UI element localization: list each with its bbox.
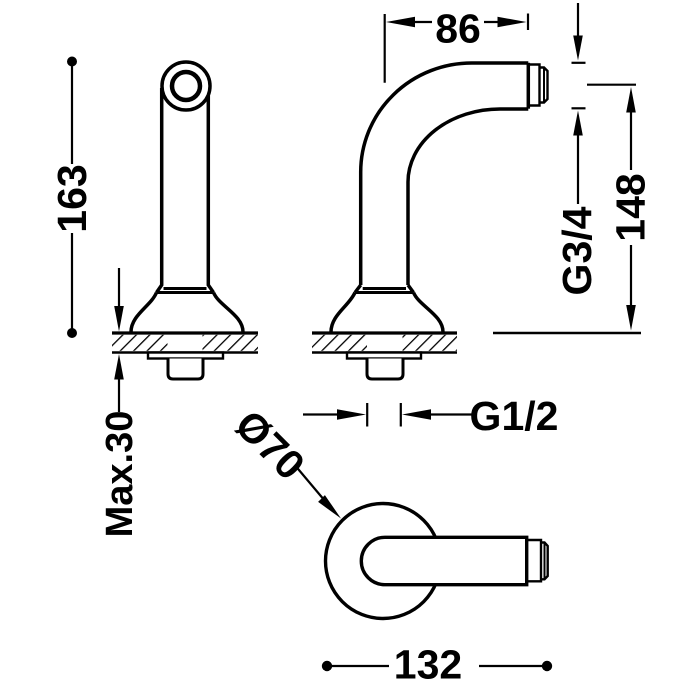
top-tip-nut — [541, 541, 549, 581]
dimension-148: 148 — [493, 83, 654, 335]
side-tube-inner-edge — [406, 107, 529, 285]
dim-148-up-arrow — [626, 87, 636, 113]
front-bell-left — [129, 291, 159, 333]
side-bell-right — [411, 291, 445, 333]
dim-d70-leader-line — [295, 465, 324, 499]
side-washer — [345, 351, 423, 360]
dim-132-label: 132 — [394, 642, 462, 688]
side-tip-nut — [539, 66, 549, 104]
dim-g34-down-arrow — [573, 35, 583, 61]
dim-g34-label: G3/4 — [554, 206, 600, 295]
front-tube-opening-outer-circle — [160, 60, 212, 112]
side-tip-step — [528, 63, 541, 107]
dim-max30-label: Max.30 — [99, 411, 141, 538]
front-deck-hatch-right — [202, 334, 258, 351]
dim-g12-label: G1/2 — [470, 393, 559, 439]
dim-max30-down-arrow — [114, 306, 124, 332]
top-tip-step — [526, 538, 543, 583]
dim-g34-up-arrow — [573, 110, 583, 136]
side-deck-hatch-left — [312, 334, 367, 351]
dimension-d70: Ø70 — [226, 401, 341, 519]
front-bell-right — [211, 291, 245, 333]
dim-max30-up-arrow — [114, 354, 124, 380]
dim-148-down-arrow — [626, 305, 636, 331]
dim-d70-arrow — [318, 495, 341, 519]
dim-g12-left-pointing-arrow — [402, 409, 431, 420]
dimension-g12: G1/2 — [303, 393, 558, 439]
side-threaded-shank — [365, 358, 405, 381]
front-threaded-shank — [166, 358, 205, 381]
front-tube-opening-ring — [169, 69, 203, 103]
dim-148-label: 148 — [608, 173, 654, 241]
side-deck-hatch-right — [402, 334, 457, 351]
top-tube-outline — [359, 535, 529, 587]
front-tube-left-edge — [155, 88, 164, 294]
dimension-132: 132 — [321, 642, 553, 688]
dimension-163: 163 — [49, 56, 95, 338]
dimension-max30: Max.30 — [99, 268, 141, 537]
dim-g12-right-pointing-arrow — [337, 409, 366, 420]
front-tube-right-edge — [206, 88, 215, 294]
front-washer — [146, 351, 225, 360]
dim-86-label: 86 — [435, 6, 481, 52]
side-tube-outer-edge — [358, 61, 529, 285]
dimension-g34: G3/4 — [554, 3, 600, 295]
dimension-86: 86 — [383, 6, 530, 83]
dim-86-left-arrow — [386, 16, 415, 28]
dim-86-right-arrow — [497, 16, 527, 28]
side-view — [312, 61, 549, 381]
top-view — [323, 501, 549, 621]
front-deck-hatch-left — [112, 334, 168, 351]
front-view — [112, 60, 258, 381]
dim-d70-label: Ø70 — [226, 401, 313, 488]
dim-163-label: 163 — [49, 164, 95, 232]
side-bell-left — [329, 291, 357, 333]
